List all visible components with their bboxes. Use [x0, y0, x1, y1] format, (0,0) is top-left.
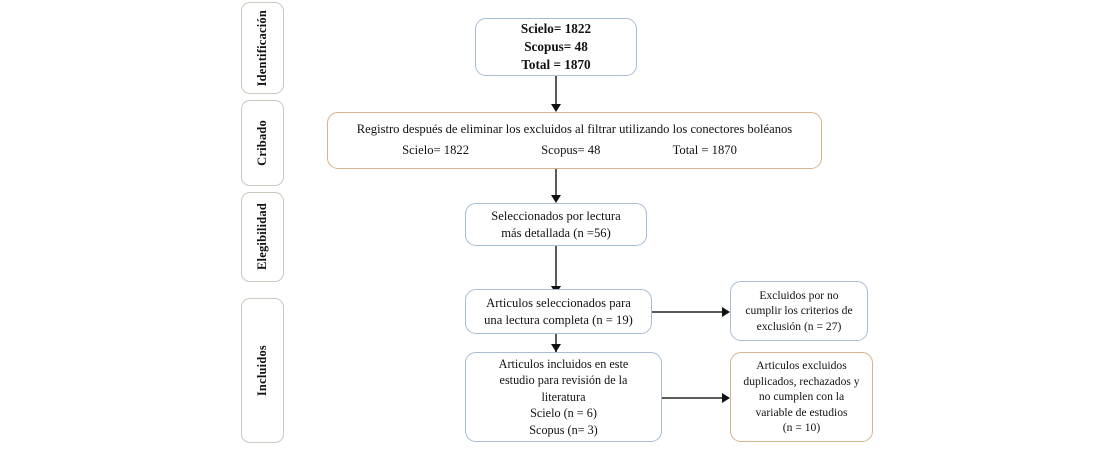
stage-tab-identificacion: Identificación — [241, 2, 284, 94]
stage-tab-label: Elegibilidad — [255, 203, 269, 271]
arrow-down-icon — [551, 344, 561, 352]
box-selected-detailed-reading-text: Seleccionados por lectura más detallada … — [491, 208, 621, 240]
stage-tab-elegibilidad: Elegibilidad — [241, 192, 284, 282]
box-screening-total: Total = 1870 — [672, 142, 737, 157]
box-excluded-criteria-text: Excluidos por no cumplir los criterios d… — [745, 288, 853, 333]
arrow-right-icon — [722, 307, 730, 317]
stage-tab-label: Identificación — [255, 9, 269, 87]
box-excluded-duplicates: Articulos excluidos duplicados, rechazad… — [730, 352, 873, 442]
box-excluded-criteria: Excluidos por no cumplir los criterios d… — [730, 281, 868, 341]
box-screening-registry: Registro después de eliminar los excluid… — [327, 112, 822, 169]
box-screening-line1: Registro después de eliminar los excluid… — [356, 122, 793, 136]
box-identification-text: Scielo= 1822 Scopus= 48 Total = 1870 — [520, 21, 592, 72]
box-identification-counts: Scielo= 1822 Scopus= 48 Total = 1870 — [475, 18, 637, 76]
stage-tab-label: Incluidos — [255, 344, 269, 397]
arrow-right-icon — [722, 393, 730, 403]
stage-tab-incluidos: Incluidos — [241, 298, 284, 443]
box-excluded-duplicates-text: Articulos excluidos duplicados, rechazad… — [743, 359, 860, 435]
box-full-reading: Articulos seleccionados para una lectura… — [465, 289, 652, 334]
stage-tab-label: Cribado — [255, 120, 269, 166]
arrow-down-icon — [551, 104, 561, 112]
connector-full-reading-to-included — [555, 334, 557, 352]
stage-tab-cribado: Cribado — [241, 100, 284, 186]
box-included-studies: Articulos incluidos en este estudio para… — [465, 352, 662, 442]
arrow-down-icon — [551, 195, 561, 203]
connector-screening-to-selected — [555, 169, 557, 197]
connector-selected-to-full-reading — [555, 246, 557, 288]
box-full-reading-text: Articulos seleccionados para una lectura… — [484, 295, 633, 327]
connector-full-reading-to-excluded — [652, 311, 724, 313]
box-screening-scielo: Scielo= 1822 — [402, 142, 469, 157]
box-screening-scopus: Scopus= 48 — [541, 142, 601, 157]
connector-identification-to-screening — [555, 76, 557, 106]
connector-included-to-excluded-duplicates — [662, 397, 724, 399]
box-included-studies-text: Articulos incluidos en este estudio para… — [498, 357, 629, 437]
box-selected-detailed-reading: Seleccionados por lectura más detallada … — [465, 203, 647, 246]
